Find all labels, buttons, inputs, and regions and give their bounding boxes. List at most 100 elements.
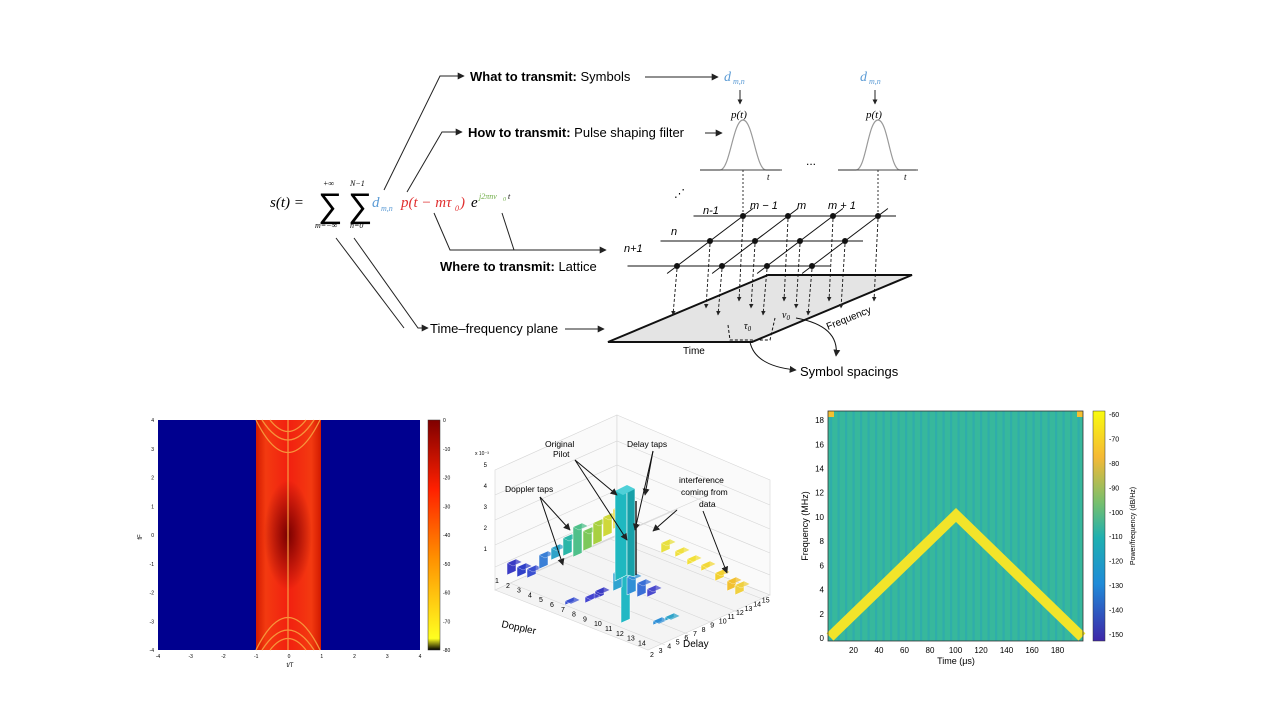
bar-top <box>584 592 601 601</box>
equation-d: d <box>372 195 380 211</box>
doppler-tick: 9 <box>583 616 587 623</box>
signal-equation: s(t) = ∑ +∞ m=−∞ ∑ N−1 n=0 d m,n p(t − m… <box>270 179 511 230</box>
stripe <box>1032 411 1035 641</box>
tf-plane-label: Time–frequency plane <box>430 321 558 336</box>
delay-tick: 2 <box>650 652 654 659</box>
bar-top <box>594 586 611 595</box>
stripe <box>882 411 885 641</box>
heatmap-cbar-tick: -20 <box>443 476 450 482</box>
lattice-col-label: m + 1 <box>828 200 856 212</box>
heatmap-x-tick: 2 <box>353 654 356 660</box>
lattice-row-label: n+1 <box>624 243 643 255</box>
lattice-point <box>752 238 758 244</box>
lattice-point <box>719 263 725 269</box>
lattice-point <box>797 238 803 244</box>
doppler-tick: 10 <box>594 621 602 628</box>
spectrogram-y-tick: 4 <box>820 586 825 595</box>
lattice-row-label: n-1 <box>703 205 719 217</box>
bar-top <box>636 578 653 587</box>
bar-top <box>734 580 751 589</box>
doppler-tick: 14 <box>638 640 646 647</box>
delay-tick: 15 <box>762 597 770 604</box>
equation-lhs: s(t) = <box>270 195 304 211</box>
doppler-label: Doppler <box>500 619 537 637</box>
pilot-bar-side <box>626 484 636 578</box>
spectrogram-x-tick: 60 <box>900 646 909 655</box>
doppler-tick: 12 <box>616 631 624 638</box>
equation-p-close: ) <box>459 195 465 211</box>
delay-tick: 4 <box>667 644 671 651</box>
bar-top <box>700 560 717 569</box>
heatmap-x-tick: 0 <box>288 654 291 660</box>
bar-top <box>674 546 691 555</box>
z-tick: 2 <box>484 526 488 532</box>
lattice-point <box>764 263 770 269</box>
heatmap-y-tick: 3 <box>151 447 154 453</box>
stripe <box>1062 411 1065 641</box>
lattice-point <box>809 263 815 269</box>
spectrogram-x-tick: 80 <box>926 646 935 655</box>
heatmap-y-tick: -3 <box>150 619 155 625</box>
where-label: Where to transmit: Lattice <box>440 259 597 274</box>
stripe <box>995 411 998 641</box>
bar-top <box>652 616 669 625</box>
doppler-tick: 1 <box>495 578 499 585</box>
z-tick: 3 <box>484 505 488 511</box>
spectrogram-y-tick: 2 <box>820 610 825 619</box>
lattice-ellipsis: ⋰ <box>674 188 685 200</box>
chirp-line <box>826 508 1086 641</box>
heatmap-cbar-tick: -70 <box>443 619 450 625</box>
sum2-top: N−1 <box>349 179 365 188</box>
lattice-col-label: m − 1 <box>750 200 778 212</box>
stripe <box>890 411 893 641</box>
equation-exp-t: t <box>508 192 511 201</box>
bar-top <box>646 584 663 593</box>
stripe <box>905 411 908 641</box>
heatmap-cbar-tick: -80 <box>443 648 450 654</box>
delay-tick: 8 <box>702 627 706 634</box>
heatmap-xlabel: t/T <box>287 663 294 669</box>
z-scale: x 10⁻³ <box>475 451 489 457</box>
delay-tick: 12 <box>736 610 744 617</box>
sum-symbol-m: ∑ <box>318 187 342 225</box>
stripe <box>1040 411 1043 641</box>
stripe <box>867 411 870 641</box>
spectrogram-x-tick: 120 <box>974 646 988 655</box>
stripe <box>987 411 990 641</box>
spectrogram-x-tick: 140 <box>1000 646 1014 655</box>
spectrogram-y-tick: 0 <box>820 634 825 643</box>
stripe <box>830 411 833 641</box>
lattice-row-label: n <box>671 226 677 238</box>
stripe <box>1077 411 1080 641</box>
delay-tick: 5 <box>676 639 680 646</box>
delay-label: Delay <box>683 639 709 650</box>
spectrogram-cbar-tick: -90 <box>1109 485 1119 492</box>
stripe <box>1025 411 1028 641</box>
lattice-bracket <box>433 212 515 251</box>
svg-text:t: t <box>767 172 770 182</box>
heatmap-cbar-tick: -10 <box>443 447 450 453</box>
delay-tick: 10 <box>719 618 727 625</box>
lattice-point <box>674 263 680 269</box>
sum-symbol-n: ∑ <box>348 187 372 225</box>
spectrogram-x-tick: 180 <box>1051 646 1065 655</box>
how-label: How to transmit: Pulse shaping filter <box>468 125 685 140</box>
bar-top <box>526 564 543 573</box>
equation-exp-base: e <box>471 195 478 211</box>
stripe <box>980 411 983 641</box>
bars <box>506 484 751 626</box>
sum1-top: +∞ <box>323 179 334 188</box>
heatmap-x-tick: -2 <box>221 654 226 660</box>
delay-tick: 13 <box>745 606 753 613</box>
stripe <box>875 411 878 641</box>
delay-tick: 6 <box>684 635 688 642</box>
spectrogram-cbar-tick: -110 <box>1109 534 1123 541</box>
symbol-d-2-sub: m,n <box>869 77 881 86</box>
stripe <box>1017 411 1020 641</box>
spectrogram-cbar-tick: -130 <box>1109 583 1123 590</box>
